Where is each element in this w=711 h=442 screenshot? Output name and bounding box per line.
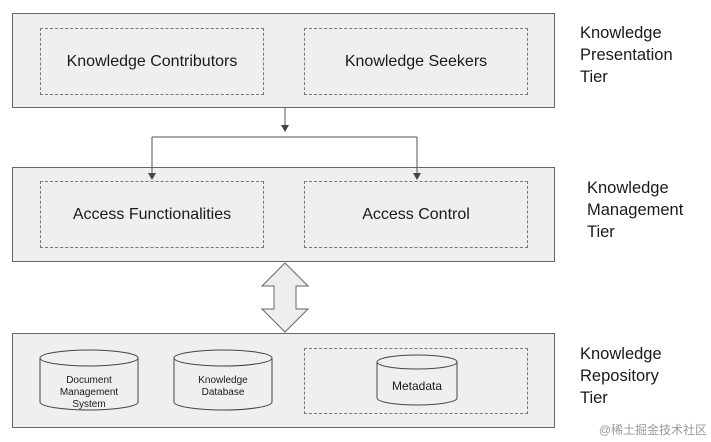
presentation-tier-label: Knowledge Presentation Tier <box>580 24 673 86</box>
knowledge-seekers-box: Knowledge Seekers <box>304 28 528 95</box>
document-management-system-cylinder <box>39 349 139 411</box>
knowledge-database-label: Knowledge Database <box>198 375 248 398</box>
management-tier-label: Knowledge Management Tier <box>587 179 684 241</box>
knowledge-database-cylinder <box>173 349 273 411</box>
metadata-label: Metadata <box>391 379 443 393</box>
metadata-box <box>304 348 528 414</box>
repository-tier-label: Knowledge Repository Tier <box>580 345 662 407</box>
document-management-system-label: Document Management System <box>59 375 119 410</box>
bidirectional-arrow-icon <box>260 262 310 333</box>
presentation-to-management-connector <box>148 108 421 180</box>
management-tier <box>12 167 555 262</box>
knowledge-contributors-box: Knowledge Contributors <box>40 28 264 95</box>
watermark: @稀土掘金技术社区 <box>598 423 707 437</box>
metadata-cylinder <box>376 354 458 406</box>
access-control-box: Access Control <box>304 181 528 248</box>
access-functionalities-box: Access Functionalities <box>40 181 264 248</box>
